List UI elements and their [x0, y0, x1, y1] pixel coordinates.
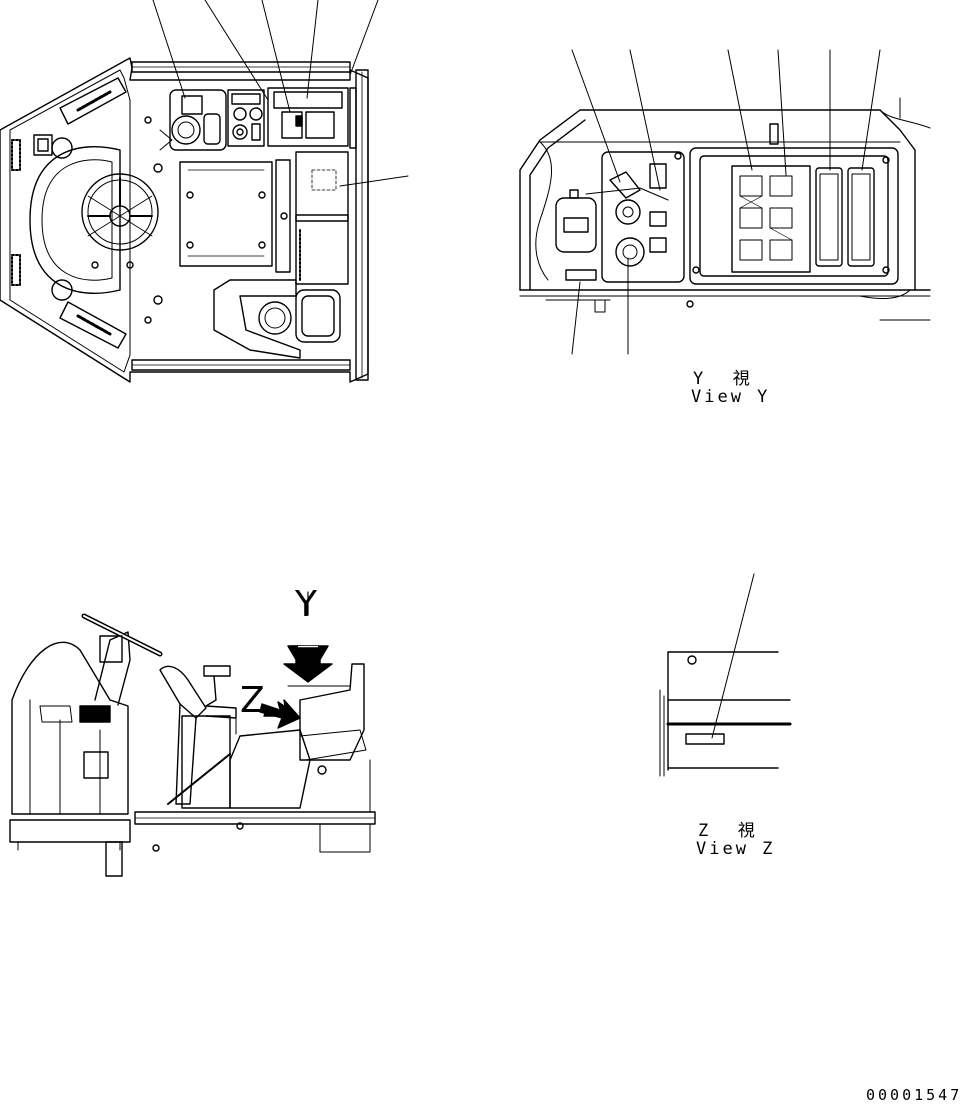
view-z-leader-line: [711, 573, 755, 739]
view-y-drawing: [519, 49, 931, 355]
plan-view-leader-lines: [152, 0, 409, 187]
view-z-label-plate: [685, 733, 725, 745]
drawing-number: 00001547: [866, 1086, 963, 1104]
view-y-caption-en: View Y: [691, 387, 771, 407]
view-y-caption-jp: Y 視: [693, 369, 753, 389]
view-z-caption-en: View Z: [696, 839, 776, 859]
arrow-z-label: Z: [240, 680, 265, 721]
side-view: [9, 591, 376, 877]
plan-view: [0, 0, 409, 383]
view-z-caption-jp: Z 視: [698, 821, 758, 841]
arrow-y-label: Y: [295, 584, 317, 625]
view-y-leader-lines: [571, 49, 881, 355]
view-z-drawing: [659, 573, 792, 777]
